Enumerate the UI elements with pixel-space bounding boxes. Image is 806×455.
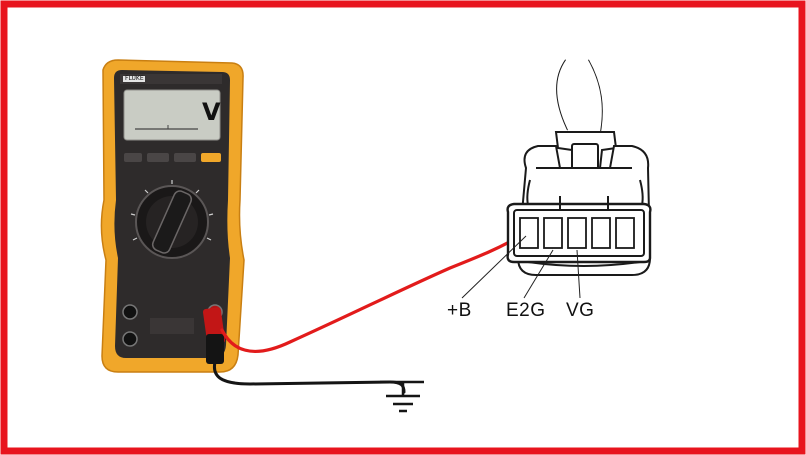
sensor-connector: [506, 59, 652, 276]
multimeter: [100, 59, 245, 373]
pin-slots: [519, 217, 635, 249]
pin-slot-4: [591, 217, 611, 249]
jack-amps[interactable]: [122, 304, 138, 320]
red-probe-wire: [220, 234, 522, 353]
pin-label-e2g: E2G: [506, 300, 546, 321]
pin-slot-1: [519, 217, 539, 249]
minmax-button[interactable]: [147, 153, 169, 162]
jack-label-plate: [150, 318, 194, 334]
dial-markings: [130, 180, 214, 241]
terminal-cavity: [513, 209, 645, 257]
pin-slot-3: [567, 217, 587, 249]
range-button[interactable]: [124, 153, 142, 162]
multimeter-logo: [123, 76, 145, 82]
pin-slot-2: [543, 217, 563, 249]
multimeter-button-row: [124, 153, 221, 162]
black-probe-plug: [206, 334, 224, 364]
dial-knob: [151, 190, 193, 254]
pin-leaders: [461, 235, 581, 299]
leader-plus-b: [461, 235, 527, 299]
black-probe-wire: [212, 360, 406, 394]
pin-label-vg: VG: [566, 300, 595, 321]
leader-e2g: [523, 249, 554, 299]
rotary-dial[interactable]: [130, 180, 214, 259]
jack-ma[interactable]: [122, 331, 138, 347]
backlight-button[interactable]: [201, 153, 221, 162]
connector-cable-fill: [557, 60, 602, 132]
housing-bottom-lip: [527, 261, 641, 267]
latch-button[interactable]: [571, 143, 599, 171]
multimeter-lcd: [123, 89, 221, 141]
lcd-volt-symbol: V: [202, 98, 221, 126]
multimeter-brand-strip: [120, 74, 222, 84]
ground-symbol: [380, 380, 424, 413]
leader-vg: [576, 249, 581, 299]
pin-label-plus-b: +B: [447, 300, 472, 321]
hold-button[interactable]: [174, 153, 196, 162]
terminal-cavity-frame: [506, 202, 652, 264]
multimeter-brand: FLUKE: [125, 75, 144, 82]
pin-slot-5: [615, 217, 635, 249]
